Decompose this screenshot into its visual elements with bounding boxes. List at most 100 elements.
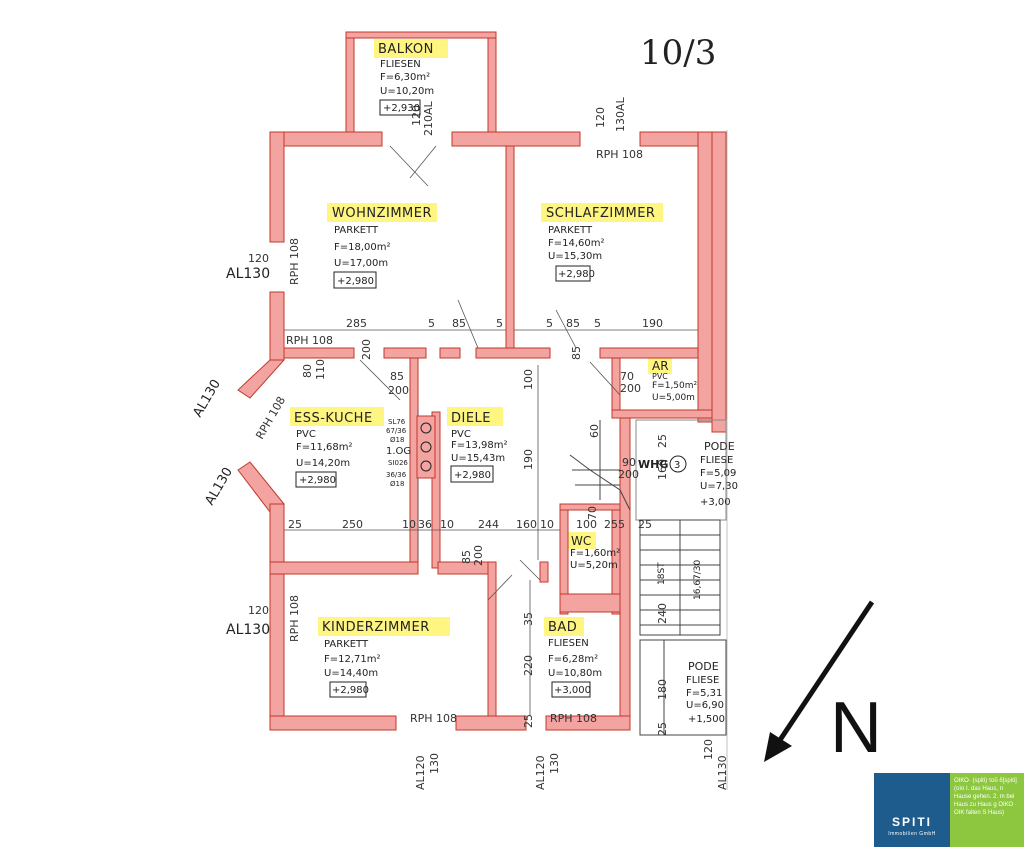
- svg-text:36: 36: [418, 518, 432, 531]
- svg-text:70: 70: [620, 370, 634, 383]
- svg-text:RPH 108: RPH 108: [596, 148, 643, 161]
- room-balkon: BALKON FLIESEN F=6,30m² U=10,20m +2,930: [378, 42, 434, 116]
- svg-text:200: 200: [620, 382, 641, 395]
- svg-text:25: 25: [656, 434, 669, 448]
- highlight-diele: [447, 407, 503, 426]
- room-perimeter: U=14,20m: [296, 458, 350, 469]
- room-schlafzimmer: SCHLAFZIMMER PARKETT F=14,60m² U=15,30m …: [546, 206, 655, 282]
- company-tagline: ΟΙΚΟ· (spiti) τοῦ δ[spiti] (oìo I. das H…: [950, 773, 1024, 847]
- svg-text:25: 25: [656, 722, 669, 736]
- room-area: F=6,30m²: [380, 72, 430, 83]
- highlight-esskueche: [290, 407, 384, 426]
- highlight-wohnzimmer: [327, 203, 437, 222]
- svg-text:WHG: WHG: [638, 458, 668, 471]
- room-bad: BAD FLIESEN F=6,28m² U=10,80m +3,000: [548, 620, 602, 698]
- company-logo: SPITI Immobilien GmbH: [874, 773, 950, 847]
- svg-text:3: 3: [674, 460, 680, 471]
- room-height: +2,980: [558, 269, 595, 280]
- room-height: +2,980: [337, 276, 374, 287]
- room-floor: PARKETT: [334, 225, 379, 236]
- room-ar: AR PVC F=1,50m² U=5,00m: [652, 359, 698, 403]
- svg-text:120: 120: [248, 604, 269, 617]
- room-area: F=14,60m²: [548, 238, 605, 249]
- room-perimeter: U=17,00m: [334, 258, 388, 269]
- svg-text:244: 244: [478, 518, 499, 531]
- company-name: SPITI: [891, 815, 932, 829]
- north-arrow: N: [764, 600, 882, 768]
- room-perimeter: U=5,20m: [570, 560, 618, 571]
- room-height: +2,980: [299, 475, 336, 486]
- svg-text:10: 10: [402, 518, 416, 531]
- svg-text:5: 5: [594, 317, 601, 330]
- dimension-numbers: 285 5 85 5 5 85 5 190 80 110 85 200 70 2…: [288, 317, 669, 736]
- svg-text:130AL: 130AL: [614, 96, 627, 132]
- highlight-schlafzimmer: [541, 203, 663, 222]
- room-perimeter: U=15,30m: [548, 251, 602, 262]
- svg-text:5: 5: [496, 317, 503, 330]
- room-area: F=18,00m²: [334, 242, 391, 253]
- room-name: DIELE: [451, 411, 491, 426]
- svg-text:160: 160: [516, 518, 537, 531]
- stairs-count: 18ST: [657, 562, 667, 585]
- room-floor: PARKETT: [324, 639, 369, 650]
- room-name: SCHLAFZIMMER: [546, 206, 655, 221]
- svg-text:AL130: AL130: [716, 755, 729, 790]
- company-subtitle: Immobilien GmbH: [888, 831, 936, 837]
- north-label: N: [830, 688, 882, 768]
- room-name: KINDERZIMMER: [322, 620, 430, 635]
- svg-text:36/36: 36/36: [386, 471, 407, 479]
- svg-text:85: 85: [570, 346, 583, 360]
- stairs-rise: 16,67/30: [693, 559, 703, 600]
- room-wc: WC F=1,60m² U=5,20m: [570, 534, 620, 571]
- apartment-marker: WHG 3: [638, 455, 687, 473]
- dimension-lines: [284, 145, 698, 716]
- svg-text:285: 285: [346, 317, 367, 330]
- svg-text:10: 10: [540, 518, 554, 531]
- svg-text:67/36: 67/36: [386, 427, 407, 435]
- svg-text:AL130: AL130: [226, 622, 270, 638]
- svg-text:SI026: SI026: [388, 459, 408, 467]
- svg-text:RPH 108: RPH 108: [288, 238, 301, 285]
- highlight-wc: [568, 532, 596, 549]
- highlight-balkon: [374, 39, 448, 58]
- room-area: F=12,71m²: [324, 654, 381, 665]
- room-name: BALKON: [378, 42, 434, 57]
- room-podest-lower: PODE FLIESE F=5,31 U=6,90 +1,500: [686, 660, 725, 725]
- room-perimeter: U=15,43m: [451, 453, 505, 464]
- room-kinderzimmer: KINDERZIMMER PARKETT F=12,71m² U=14,40m …: [322, 620, 430, 698]
- svg-text:100: 100: [522, 369, 535, 390]
- room-height: +2,980: [454, 470, 491, 481]
- room-area: F=5,31: [686, 688, 722, 699]
- room-perimeter: U=7,30: [700, 481, 738, 492]
- svg-text:5: 5: [546, 317, 553, 330]
- room-floor: FLIESEN: [380, 59, 421, 70]
- shaft-labels: SL76 67/36 Ø18 1.OG SI026 36/36 Ø18: [386, 418, 411, 488]
- svg-text:110: 110: [314, 359, 327, 380]
- room-area: F=11,68m²: [296, 442, 353, 453]
- room-floor: FLIESE: [686, 675, 719, 686]
- room-perimeter: U=5,00m: [652, 393, 695, 403]
- svg-text:200: 200: [472, 545, 485, 566]
- svg-text:AL130: AL130: [226, 266, 270, 282]
- walls: [237, 31, 727, 731]
- svg-text:120: 120: [248, 252, 269, 265]
- svg-text:255: 255: [604, 518, 625, 531]
- svg-text:85: 85: [452, 317, 466, 330]
- room-name: BAD: [548, 620, 577, 635]
- room-floor: PARKETT: [548, 225, 593, 236]
- chimney-shafts: [416, 415, 436, 479]
- room-name: AR: [652, 359, 669, 373]
- room-floor: PVC: [652, 372, 668, 381]
- svg-text:220: 220: [522, 655, 535, 676]
- svg-text:60: 60: [588, 424, 601, 438]
- svg-text:210AL: 210AL: [422, 100, 435, 136]
- room-perimeter: U=10,80m: [548, 668, 602, 679]
- svg-text:120: 120: [410, 105, 423, 126]
- room-name: PODE: [704, 440, 735, 453]
- svg-text:1.OG: 1.OG: [386, 446, 411, 457]
- room-diele: DIELE PVC F=13,98m² U=15,43m +2,980: [450, 411, 508, 483]
- svg-text:85: 85: [566, 317, 580, 330]
- room-height: +1,500: [688, 714, 725, 725]
- svg-text:200: 200: [360, 339, 373, 360]
